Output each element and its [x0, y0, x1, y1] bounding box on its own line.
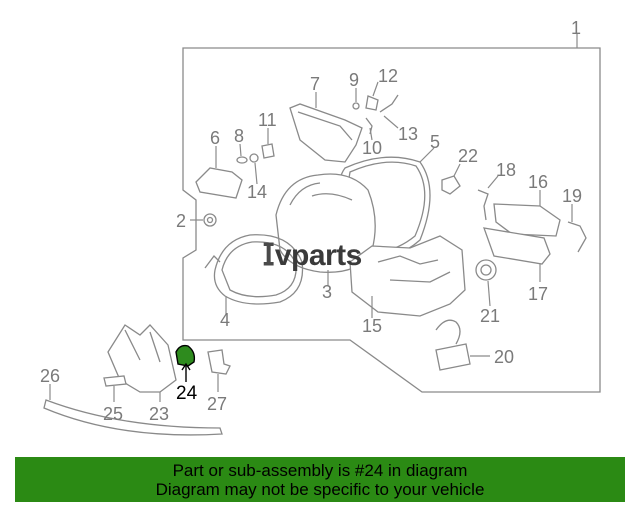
callout-3: 3 [322, 282, 332, 302]
info-banner-line-1: Part or sub-assembly is #24 in diagram [172, 460, 468, 480]
vparts-logo-icon: 𝖨 [262, 239, 275, 272]
callout-22: 22 [458, 146, 478, 166]
part-25-shape [103, 375, 127, 387]
callout-9: 9 [349, 70, 359, 90]
part-15-shape [349, 235, 466, 317]
callout-21: 21 [480, 306, 500, 326]
callout-4: 4 [220, 310, 230, 330]
part-2-shape [203, 213, 217, 227]
part-26-shape [43, 399, 223, 436]
part-27-shape [207, 349, 231, 375]
assembly-outline [182, 47, 601, 393]
part-17-shape [483, 227, 551, 265]
callout-26: 26 [40, 366, 60, 386]
callout-14: 14 [247, 182, 267, 202]
callout-17: 17 [528, 284, 548, 304]
callout-8: 8 [234, 126, 244, 146]
part-20-shape [435, 343, 471, 371]
info-banner-line-2: Diagram may not be specific to your vehi… [155, 479, 485, 499]
part-14-shape [249, 153, 259, 163]
part-13-shape [379, 94, 399, 113]
callout-23: 23 [149, 404, 169, 424]
part-8-shape [236, 156, 248, 164]
part-23-shape [107, 324, 177, 393]
callout-27: 27 [207, 394, 227, 414]
callout-16: 16 [528, 172, 548, 192]
part-24-shape [175, 344, 196, 367]
callout-5: 5 [430, 132, 440, 152]
callout-25: 25 [103, 404, 123, 424]
callout-13: 13 [398, 124, 418, 144]
part-22-shape [441, 175, 461, 195]
callout-18: 18 [496, 160, 516, 180]
part-21-shape [475, 259, 497, 281]
part-6-shape [195, 167, 243, 199]
callout-7: 7 [310, 74, 320, 94]
callout-12: 12 [378, 66, 398, 86]
part-19-shape [567, 221, 587, 253]
watermark-text: vparts [274, 239, 363, 272]
callout-15: 15 [362, 316, 382, 336]
callout-19: 19 [562, 186, 582, 206]
vparts-watermark: 𝖨vparts [262, 238, 362, 273]
part-12-shape [365, 95, 379, 111]
callout-11: 11 [258, 110, 277, 130]
parts-diagram: 1 2 3 4 5 6 7 8 9 10 11 12 13 14 15 16 1… [40, 18, 601, 436]
part-9-shape [352, 102, 360, 110]
info-banner: Part or sub-assembly is #24 in diagram D… [15, 457, 625, 502]
callout-1: 1 [571, 18, 581, 38]
part-11-shape [261, 143, 275, 159]
part-7-shape [289, 103, 363, 163]
callout-24: 24 [176, 383, 198, 404]
callout-2: 2 [176, 211, 186, 231]
callout-20: 20 [494, 347, 514, 367]
callout-6: 6 [210, 128, 220, 148]
part-18-shape [477, 189, 489, 221]
callout-10: 10 [362, 138, 382, 158]
part-4-shape [213, 234, 304, 305]
